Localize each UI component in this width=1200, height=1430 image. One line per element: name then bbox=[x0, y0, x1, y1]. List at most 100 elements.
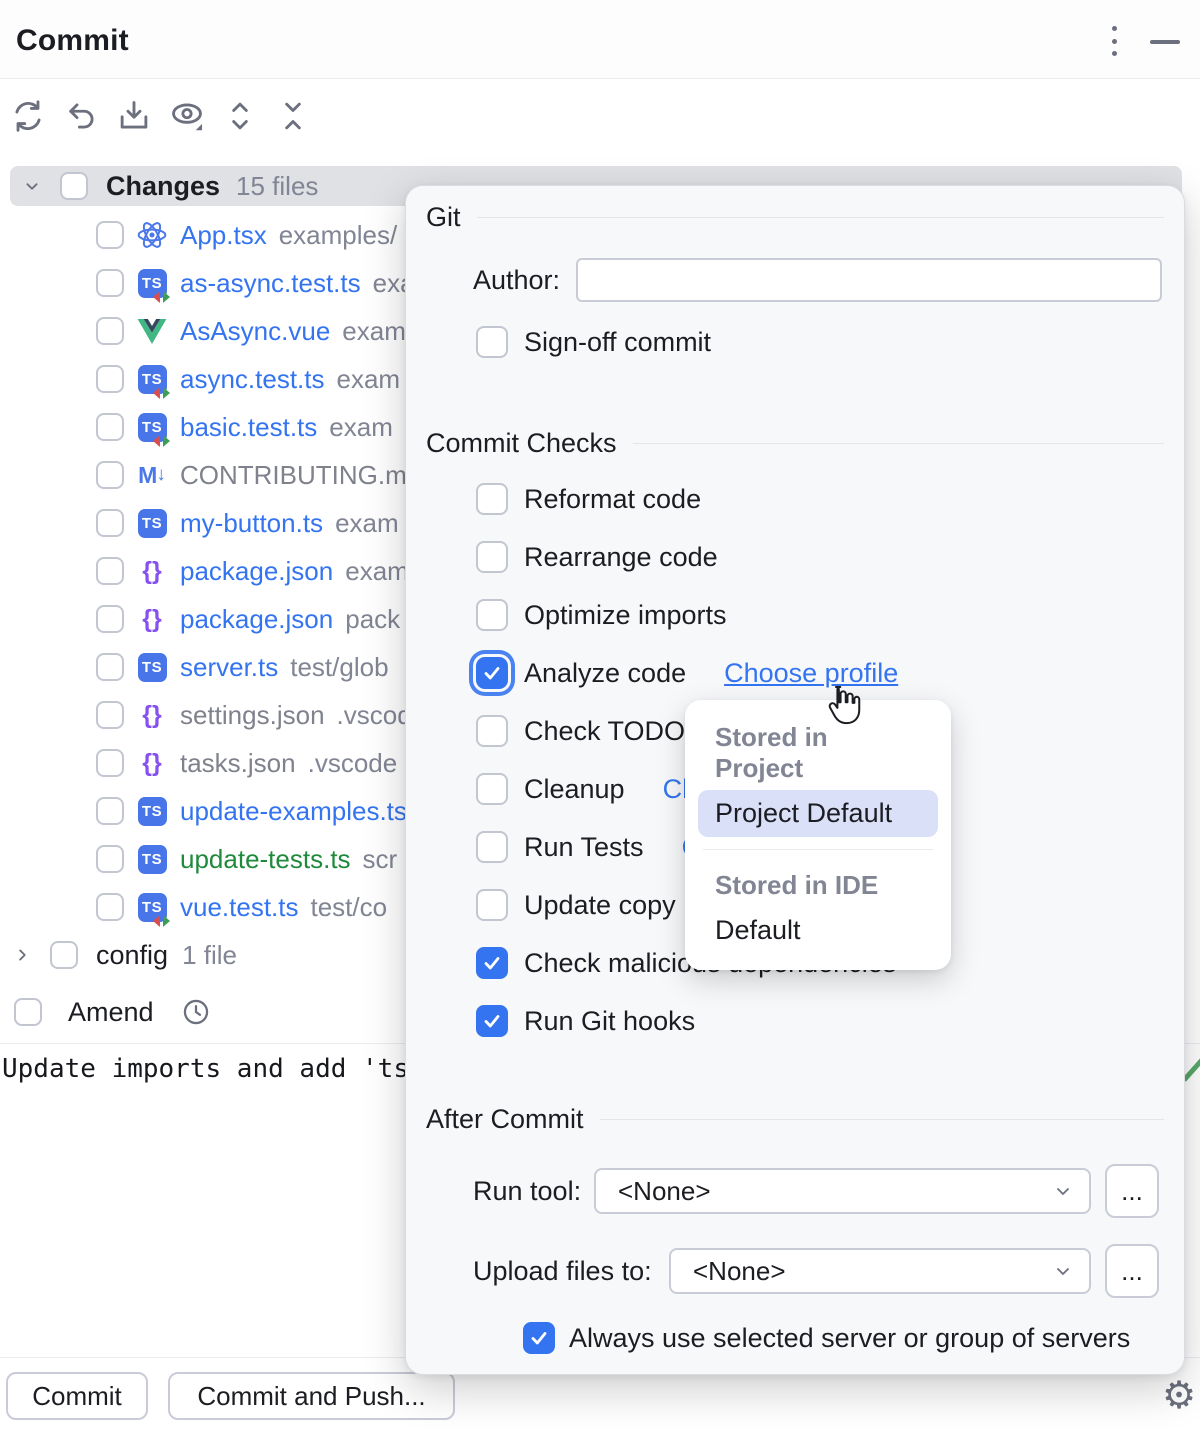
chevron-down-icon[interactable] bbox=[18, 172, 46, 200]
file-checkbox[interactable] bbox=[96, 557, 124, 585]
typescript-test-icon: TS bbox=[136, 411, 170, 447]
file-row[interactable]: AsAsync.vue exam bbox=[0, 307, 1200, 355]
check-checkbox[interactable] bbox=[476, 773, 508, 805]
author-label: Author: bbox=[473, 264, 561, 295]
rollback-icon[interactable] bbox=[61, 96, 101, 136]
menu-item[interactable]: Default bbox=[715, 915, 801, 945]
check-checkbox[interactable] bbox=[476, 947, 508, 979]
always-use-server-label: Always use selected server or group of s… bbox=[569, 1322, 1131, 1353]
file-row[interactable]: TS vue.test.ts test/co bbox=[0, 883, 1200, 931]
check-checkbox[interactable] bbox=[476, 541, 508, 573]
file-row[interactable]: M↓ CONTRIBUTING.md bbox=[0, 451, 1200, 499]
expand-all-icon[interactable] bbox=[220, 96, 260, 136]
refresh-icon[interactable] bbox=[8, 96, 48, 136]
config-group-row[interactable]: config 1 file bbox=[0, 931, 1200, 979]
file-checkbox[interactable] bbox=[96, 797, 124, 825]
check-label: Update copy bbox=[524, 889, 676, 920]
file-path: exam bbox=[335, 507, 399, 538]
file-name: package.json bbox=[180, 603, 334, 634]
check-checkbox[interactable] bbox=[476, 1005, 508, 1037]
amend-checkbox[interactable] bbox=[14, 998, 42, 1026]
more-options-icon[interactable] bbox=[1106, 26, 1122, 56]
author-input[interactable] bbox=[576, 258, 1162, 302]
file-row[interactable]: TS basic.test.ts exam bbox=[0, 403, 1200, 451]
markdown-icon: M↓ bbox=[136, 459, 168, 491]
file-row[interactable]: TS my-button.ts exam bbox=[0, 499, 1200, 547]
commit-button[interactable]: Commit bbox=[6, 1372, 148, 1420]
config-group-label: config bbox=[96, 939, 169, 970]
hide-panel-icon[interactable] bbox=[1150, 40, 1180, 44]
file-row[interactable]: {} tasks.json .vscode bbox=[0, 739, 1200, 787]
run-tool-select[interactable]: <None> bbox=[594, 1168, 1091, 1214]
changes-checkbox[interactable] bbox=[60, 172, 88, 200]
typescript-icon: TS bbox=[136, 507, 168, 539]
file-row[interactable]: TS async.test.ts exam bbox=[0, 355, 1200, 403]
check-checkbox[interactable] bbox=[476, 599, 508, 631]
file-path: exam bbox=[345, 555, 409, 586]
upload-files-browse-button[interactable]: ... bbox=[1105, 1244, 1159, 1298]
commit-checks-section-title: Commit Checks bbox=[426, 428, 617, 458]
amend-label: Amend bbox=[68, 996, 154, 1027]
file-row[interactable]: TS update-tests.ts scr bbox=[0, 835, 1200, 883]
file-checkbox[interactable] bbox=[96, 653, 124, 681]
json-icon: {} bbox=[136, 603, 168, 635]
typescript-test-icon: TS bbox=[136, 363, 170, 399]
changed-files-list: App.tsx examples/ TS as-async.test.ts ex… bbox=[0, 211, 1200, 931]
chevron-right-icon[interactable] bbox=[8, 941, 36, 969]
commit-history-clock-icon[interactable] bbox=[180, 996, 212, 1028]
file-checkbox[interactable] bbox=[96, 701, 124, 729]
settings-gear-icon[interactable]: ⚙ bbox=[1161, 1373, 1197, 1417]
file-checkbox[interactable] bbox=[96, 317, 124, 345]
check-checkbox[interactable] bbox=[476, 831, 508, 863]
commit-check-row: Optimize imports bbox=[476, 586, 1164, 644]
commit-toolbar bbox=[8, 96, 313, 136]
collapse-all-icon[interactable] bbox=[273, 96, 313, 136]
file-row[interactable]: App.tsx examples/ bbox=[0, 211, 1200, 259]
file-checkbox[interactable] bbox=[96, 221, 124, 249]
json-icon: {} bbox=[136, 555, 168, 587]
upload-files-select[interactable]: <None> bbox=[669, 1248, 1091, 1294]
file-checkbox[interactable] bbox=[96, 269, 124, 297]
typescript-icon: TS bbox=[137, 652, 167, 682]
typescript-test-icon: TS bbox=[137, 268, 170, 303]
file-row[interactable]: TS update-examples.ts bbox=[0, 787, 1200, 835]
check-checkbox[interactable] bbox=[476, 657, 508, 689]
choose-profile-link[interactable]: Choose profile bbox=[724, 657, 899, 688]
file-row[interactable]: {} package.json pack bbox=[0, 595, 1200, 643]
commit-check-row: Rearrange code bbox=[476, 528, 1164, 586]
inspection-ok-icon[interactable] bbox=[1182, 1046, 1200, 1093]
typescript-test-icon: TS bbox=[136, 267, 170, 303]
commit-and-push-button[interactable]: Commit and Push... bbox=[168, 1372, 455, 1420]
menu-item[interactable]: Project Default bbox=[698, 790, 938, 837]
file-row[interactable]: TS server.ts test/glob bbox=[0, 643, 1200, 691]
file-checkbox[interactable] bbox=[96, 893, 124, 921]
file-checkbox[interactable] bbox=[96, 605, 124, 633]
file-name: settings.json bbox=[180, 699, 325, 730]
config-checkbox[interactable] bbox=[50, 941, 78, 969]
file-checkbox[interactable] bbox=[96, 509, 124, 537]
check-checkbox[interactable] bbox=[476, 483, 508, 515]
file-row[interactable]: TS as-async.test.ts exa bbox=[0, 259, 1200, 307]
commit-check-row: Run Git hooks bbox=[476, 992, 1164, 1050]
file-checkbox[interactable] bbox=[96, 413, 124, 441]
signoff-checkbox[interactable] bbox=[476, 326, 508, 358]
commit-message-input[interactable]: Update imports and add 'ts bbox=[2, 1054, 409, 1084]
typescript-icon: TS bbox=[137, 508, 167, 538]
file-checkbox[interactable] bbox=[96, 461, 124, 489]
run-tool-browse-button[interactable]: ... bbox=[1105, 1164, 1159, 1218]
file-checkbox[interactable] bbox=[96, 845, 124, 873]
check-label: Optimize imports bbox=[524, 599, 727, 630]
check-checkbox[interactable] bbox=[476, 715, 508, 747]
view-options-icon[interactable] bbox=[167, 96, 207, 136]
commit-check-row: Check TODO bbox=[476, 702, 1164, 760]
check-checkbox[interactable] bbox=[476, 889, 508, 921]
menu-separator bbox=[703, 849, 933, 850]
file-checkbox[interactable] bbox=[96, 749, 124, 777]
file-row[interactable]: {} package.json exam bbox=[0, 547, 1200, 595]
after-commit-section-title: After Commit bbox=[426, 1104, 584, 1134]
json-icon: {} bbox=[142, 748, 162, 777]
file-checkbox[interactable] bbox=[96, 365, 124, 393]
always-use-server-checkbox[interactable] bbox=[523, 1322, 555, 1354]
shelve-icon[interactable] bbox=[114, 96, 154, 136]
